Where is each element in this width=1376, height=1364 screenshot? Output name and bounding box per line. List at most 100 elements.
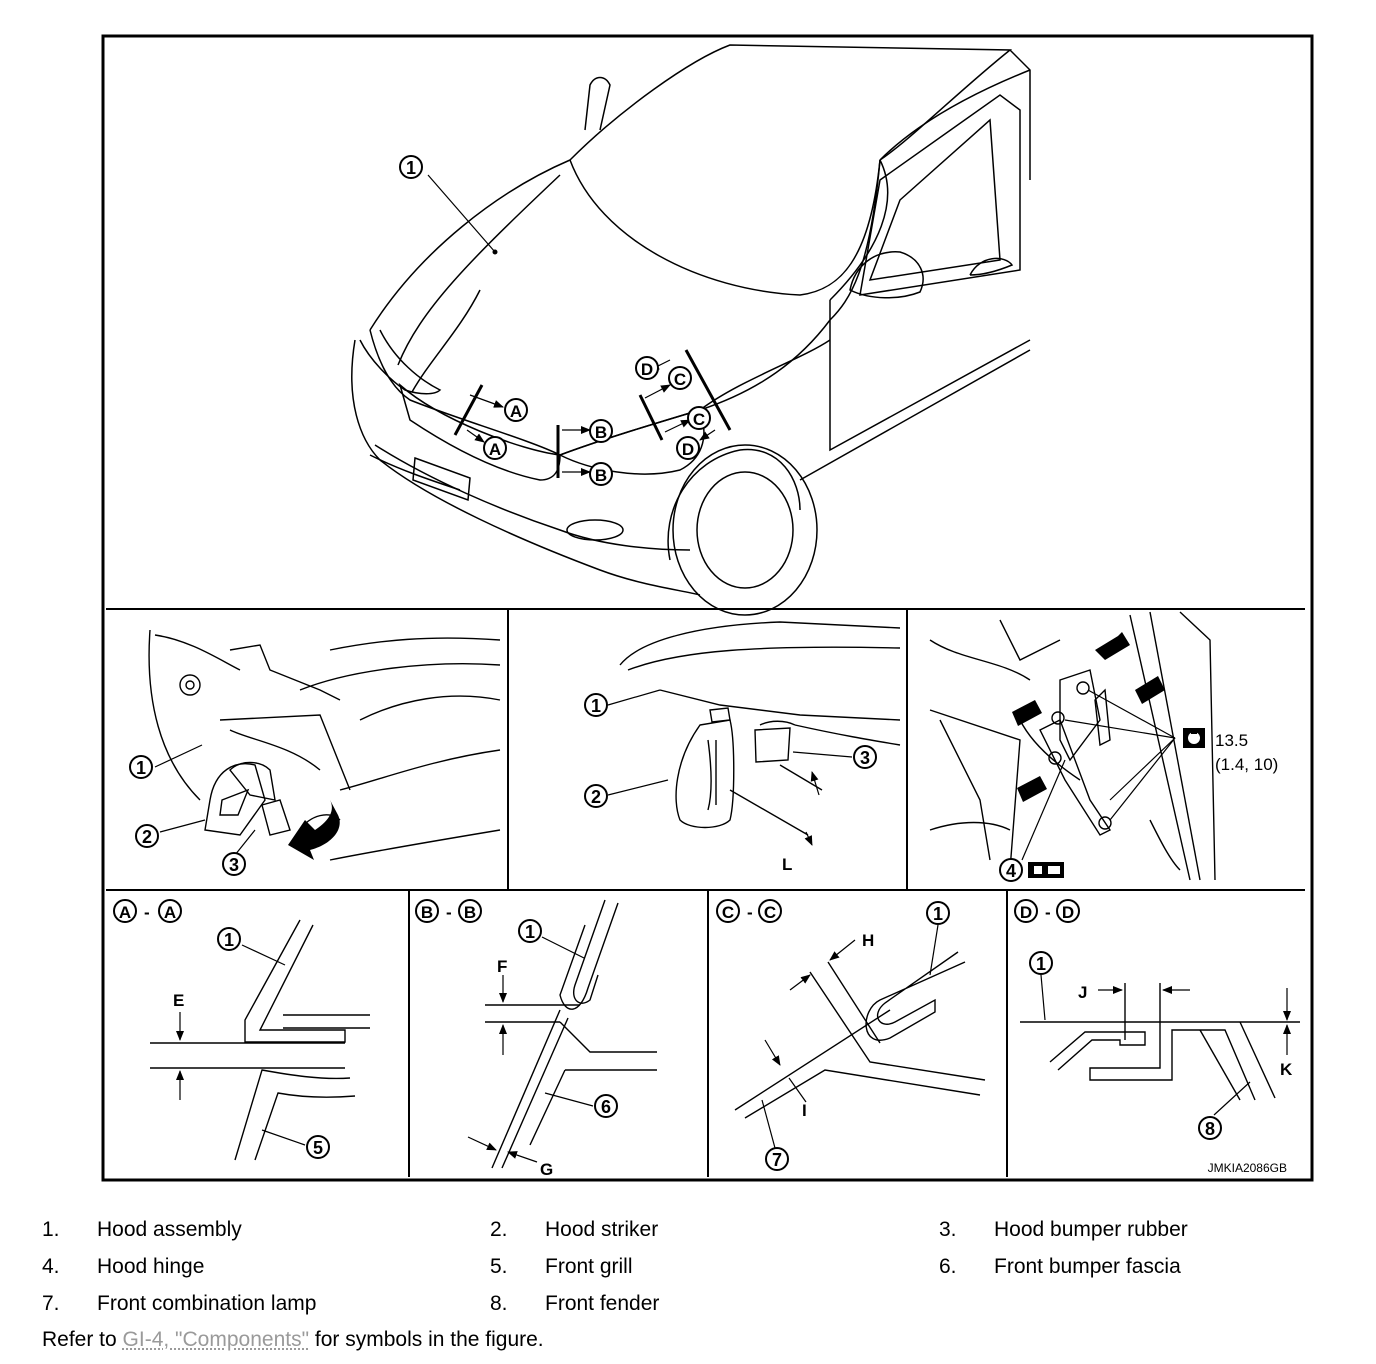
- callout-3: 3: [222, 852, 246, 876]
- callout-D-lower: D: [676, 436, 700, 460]
- callout-1: 1: [217, 927, 241, 951]
- legend-label: Front grill: [545, 1255, 633, 1278]
- dimension-G: G: [540, 1160, 553, 1179]
- callout-D-upper: D: [635, 356, 659, 380]
- callout-1: 1: [518, 919, 542, 943]
- svg-text:A: A: [510, 402, 522, 421]
- hinge-panel: 13.5 (1.4, 10) 4: [929, 611, 1278, 882]
- svg-text:-: -: [446, 903, 452, 922]
- striker-detail-panel: L 1 2 3: [584, 621, 901, 874]
- legend-number: 1.: [42, 1218, 60, 1241]
- section-markers: [427, 174, 732, 478]
- svg-text:B: B: [595, 423, 607, 442]
- legend-number: 7.: [42, 1292, 60, 1315]
- svg-text:3: 3: [229, 855, 239, 875]
- section-aa-title: A - A: [113, 899, 182, 923]
- svg-text:-: -: [747, 903, 753, 922]
- callout-2: 2: [135, 824, 159, 848]
- svg-text:3: 3: [860, 748, 870, 768]
- svg-text:-: -: [1045, 903, 1051, 922]
- refer-note: Refer to GI-4, "Components" for symbols …: [42, 1328, 544, 1352]
- legend-label: Hood bumper rubber: [994, 1218, 1188, 1241]
- legend-label: Hood hinge: [97, 1255, 205, 1278]
- torque-spec: 13.5 (1.4, 10): [1183, 728, 1278, 774]
- svg-text:5: 5: [313, 1138, 323, 1158]
- svg-text:4: 4: [1006, 861, 1016, 881]
- callout-1: 1: [1029, 951, 1053, 975]
- legend-label: Hood assembly: [97, 1218, 242, 1241]
- svg-text:D: D: [1062, 903, 1074, 922]
- svg-text:A: A: [119, 903, 131, 922]
- legend-label: Front combination lamp: [97, 1292, 317, 1315]
- section-cc-title: C - C: [716, 899, 782, 923]
- callout-A-upper: A: [504, 398, 528, 422]
- callout-8: 8: [1198, 1116, 1222, 1140]
- section-bb: B - B F G 1 6: [415, 899, 657, 1179]
- callout-1-label: 1: [406, 158, 416, 178]
- callout-2: 2: [584, 784, 608, 808]
- legend-label: Front fender: [545, 1292, 660, 1315]
- svg-text:8: 8: [1205, 1119, 1215, 1139]
- dimension-J: J: [1078, 983, 1087, 1002]
- refer-note-suffix: for symbols in the figure.: [309, 1328, 544, 1351]
- figure-frame: [101, 34, 1314, 1182]
- svg-text:6: 6: [601, 1097, 611, 1117]
- svg-text:1: 1: [933, 904, 943, 924]
- legend-label: Front bumper fascia: [994, 1255, 1181, 1278]
- callout-6: 6: [594, 1094, 618, 1118]
- callout-C-lower: C: [687, 406, 711, 430]
- refer-note-prefix: Refer to: [42, 1328, 123, 1351]
- svg-text:C: C: [693, 410, 705, 429]
- svg-text:A: A: [489, 440, 501, 459]
- callout-B-lower: B: [589, 462, 613, 486]
- section-dd: D - D J K 1 8: [1014, 899, 1300, 1140]
- legend-number: 4.: [42, 1255, 60, 1278]
- legend-number: 3.: [939, 1218, 957, 1241]
- svg-text:D: D: [682, 440, 694, 459]
- callout-A-lower: A: [483, 436, 507, 460]
- callout-4: 4: [999, 858, 1023, 882]
- svg-text:C: C: [764, 903, 776, 922]
- legend-number: 5.: [490, 1255, 508, 1278]
- callout-1: 1: [399, 155, 423, 179]
- legend-label: Hood striker: [545, 1218, 659, 1241]
- callout-1: 1: [926, 901, 950, 925]
- svg-text:C: C: [674, 370, 686, 389]
- svg-text:B: B: [421, 903, 433, 922]
- striker-panel: 1 2 3: [129, 629, 501, 876]
- svg-text:2: 2: [142, 827, 152, 847]
- svg-text:B: B: [595, 466, 607, 485]
- dimension-F: F: [497, 957, 507, 976]
- section-cc: C - C H I 1 7: [716, 899, 986, 1171]
- grease-icon: [1028, 862, 1064, 878]
- callout-3: 3: [853, 745, 877, 769]
- svg-text:2: 2: [591, 787, 601, 807]
- dimension-H: H: [862, 931, 874, 950]
- callout-7: 7: [765, 1147, 789, 1171]
- legend-number: 2.: [490, 1218, 508, 1241]
- callout-1: 1: [129, 755, 153, 779]
- svg-text:B: B: [464, 903, 476, 922]
- legend-number: 8.: [490, 1292, 508, 1315]
- figure-id: JMKIA2086GB: [1208, 1161, 1287, 1175]
- torque-value: 13.5: [1215, 731, 1248, 750]
- svg-text:D: D: [641, 360, 653, 379]
- callout-B-upper: B: [589, 419, 613, 443]
- svg-text:1: 1: [224, 930, 234, 950]
- dimension-L: L: [782, 855, 792, 874]
- svg-text:A: A: [164, 903, 176, 922]
- section-bb-title: B - B: [415, 899, 482, 923]
- legend-number: 6.: [939, 1255, 957, 1278]
- callout-5: 5: [306, 1135, 330, 1159]
- callout-1: 1: [584, 693, 608, 717]
- svg-text:-: -: [144, 903, 150, 922]
- svg-text:D: D: [1020, 903, 1032, 922]
- vehicle-overview: [351, 44, 1031, 616]
- dimension-I: I: [802, 1101, 807, 1120]
- svg-text:1: 1: [1036, 954, 1046, 974]
- torque-units: (1.4, 10): [1215, 755, 1278, 774]
- svg-text:1: 1: [591, 696, 601, 716]
- components-link[interactable]: GI-4, "Components": [122, 1328, 310, 1351]
- svg-text:C: C: [722, 903, 734, 922]
- svg-text:1: 1: [136, 758, 146, 778]
